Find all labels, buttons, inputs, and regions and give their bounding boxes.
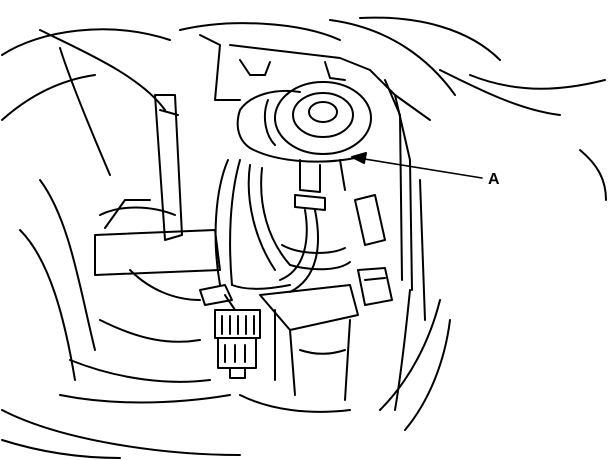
lower-bracket (239, 284, 359, 413)
connector-plug (214, 309, 261, 379)
switch-housing (199, 34, 431, 411)
wiring-harness (199, 159, 351, 311)
ignition-switch-cylinder (236, 81, 372, 211)
callout-label-a: A (488, 171, 500, 188)
column-bracket (19, 94, 231, 404)
dashboard-contours (1, 16, 607, 459)
callout-leader (351, 152, 483, 179)
